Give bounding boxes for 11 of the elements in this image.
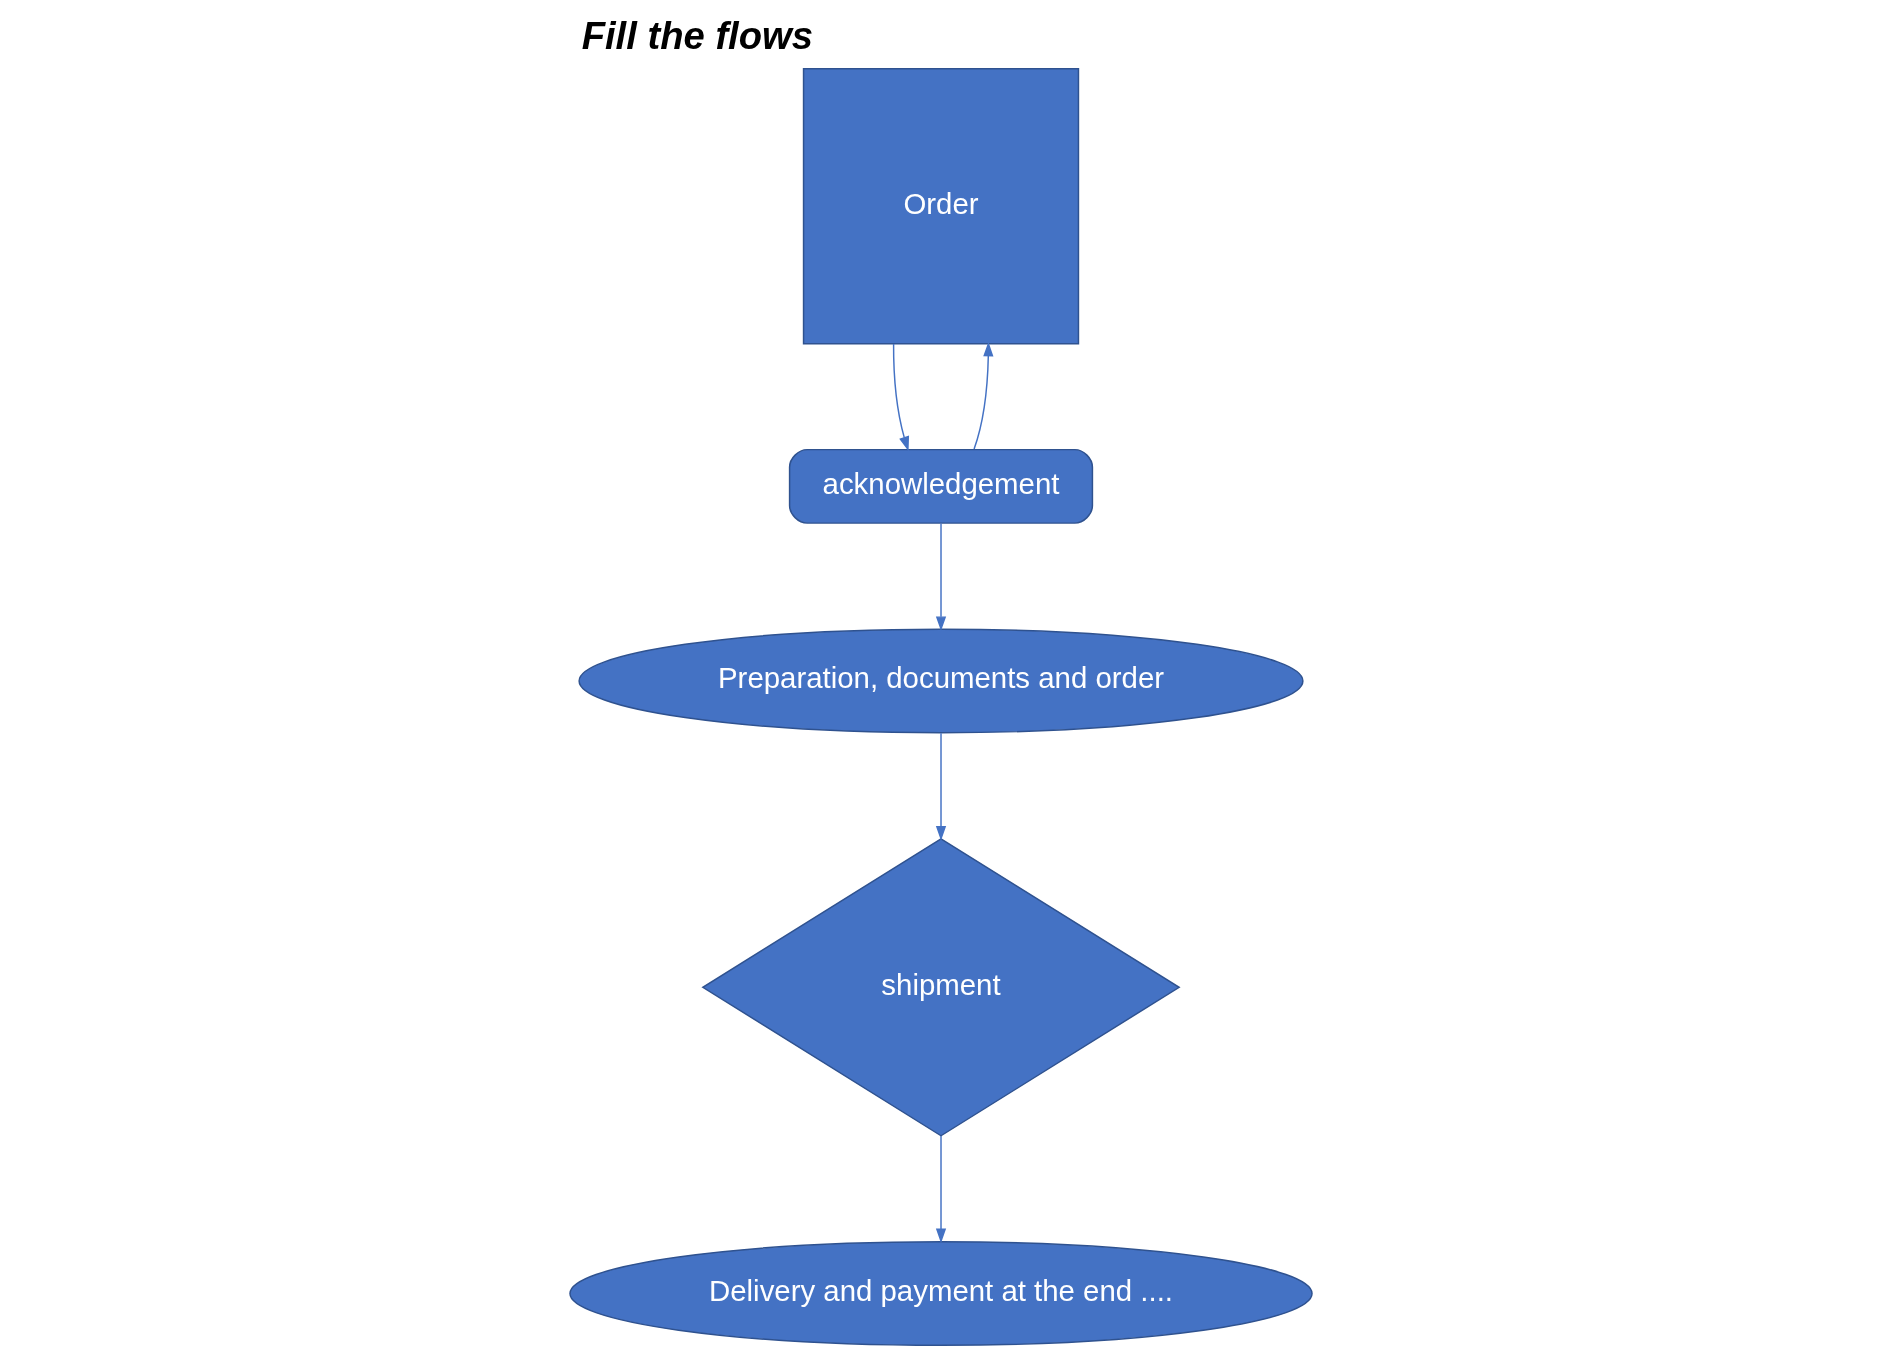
node-ellipse: Delivery and payment at the end .... bbox=[569, 1241, 1313, 1347]
arrow bbox=[935, 1135, 947, 1244]
node-box: acknowledgement bbox=[788, 448, 1094, 524]
arrow bbox=[973, 341, 994, 450]
diagram-title: Fill the flows bbox=[581, 14, 814, 58]
arrow bbox=[892, 343, 910, 452]
node-ellipse: Preparation, documents and order bbox=[578, 628, 1304, 734]
node-box: Order bbox=[802, 68, 1080, 345]
arrow bbox=[935, 522, 947, 632]
arrow bbox=[935, 732, 947, 841]
node-diamond: shipment bbox=[701, 837, 1181, 1137]
